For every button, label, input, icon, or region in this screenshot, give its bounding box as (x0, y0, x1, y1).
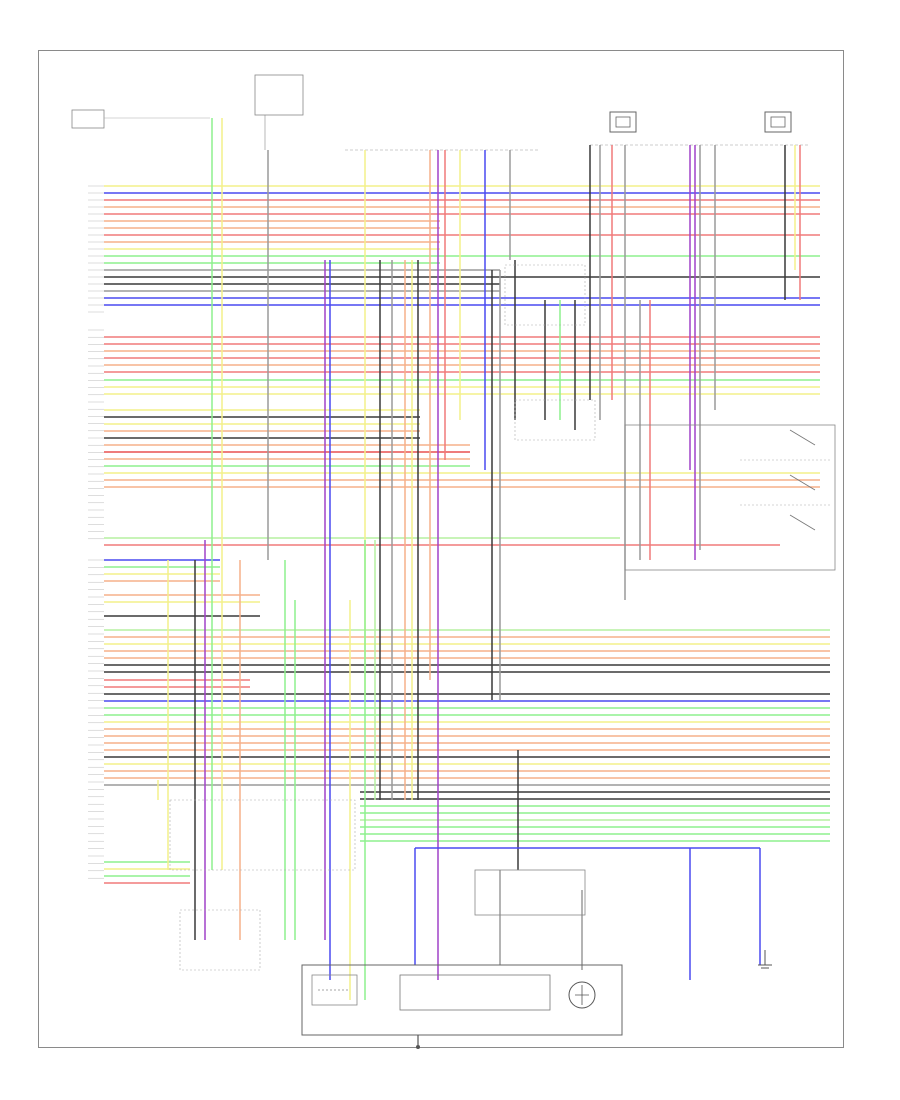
horizontal-wires (104, 185, 830, 884)
middle-module-box (504, 264, 596, 441)
diagram-frame (38, 50, 844, 1048)
bottom-switch-module (301, 964, 623, 1049)
top-relay-b (764, 111, 792, 133)
bottom-left-component (311, 974, 358, 1006)
bottom-box-b (474, 869, 586, 916)
top-fuse-box (254, 74, 304, 150)
top-connector-strip (345, 144, 810, 151)
right-switch-block (624, 424, 836, 571)
left-connector-pins (88, 185, 104, 879)
bottom-motor-icon (568, 981, 596, 1009)
bottom-left-relay (179, 909, 261, 971)
top-left-component (71, 109, 210, 129)
vertical-wires (157, 118, 801, 1000)
bottom-dashed-box (169, 799, 356, 871)
ground-symbol (758, 950, 772, 969)
top-relay-a (609, 111, 637, 133)
